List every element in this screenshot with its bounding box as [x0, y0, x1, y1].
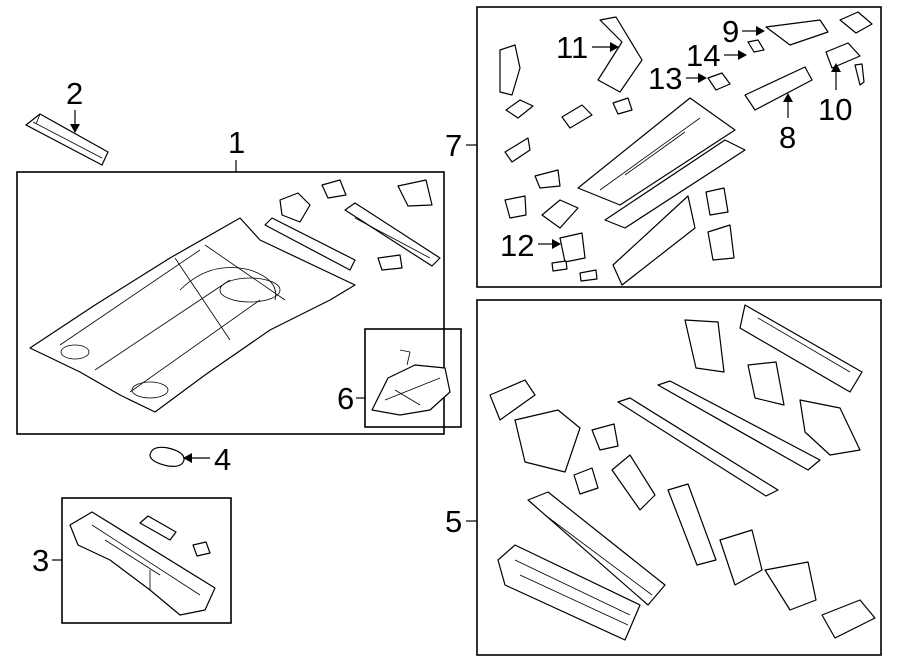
part-1-floor-pan[interactable]	[29, 217, 356, 413]
group-box-6	[364, 328, 462, 428]
callout-3: 3	[32, 543, 49, 578]
callout-8: 8	[779, 120, 796, 155]
callout-5: 5	[445, 504, 462, 539]
group-5-parts[interactable]	[489, 304, 876, 641]
callout-11: 11	[556, 30, 588, 65]
callout-14: 14	[686, 38, 720, 73]
callout-6: 6	[337, 381, 354, 416]
group-box-floor-pan	[16, 171, 445, 435]
callout-7: 7	[445, 128, 462, 163]
part-6-bracket[interactable]	[371, 349, 451, 416]
group-7-parts[interactable]	[499, 11, 873, 286]
callout-9: 9	[722, 14, 739, 49]
part-2-crossmember[interactable]	[25, 113, 109, 166]
callout-4: 4	[214, 442, 231, 477]
part-4-plug[interactable]	[149, 446, 185, 467]
group-box-7	[476, 6, 882, 288]
group-box-5	[476, 299, 882, 656]
callout-12: 12	[500, 228, 534, 263]
part-1-rail-pieces[interactable]	[264, 179, 441, 271]
callout-1: 1	[228, 125, 245, 160]
callout-10: 10	[818, 92, 852, 127]
part-3-member-assembly[interactable]	[69, 511, 216, 616]
callout-2: 2	[66, 76, 83, 111]
callout-13: 13	[648, 61, 682, 96]
callout-leaders	[52, 26, 841, 561]
